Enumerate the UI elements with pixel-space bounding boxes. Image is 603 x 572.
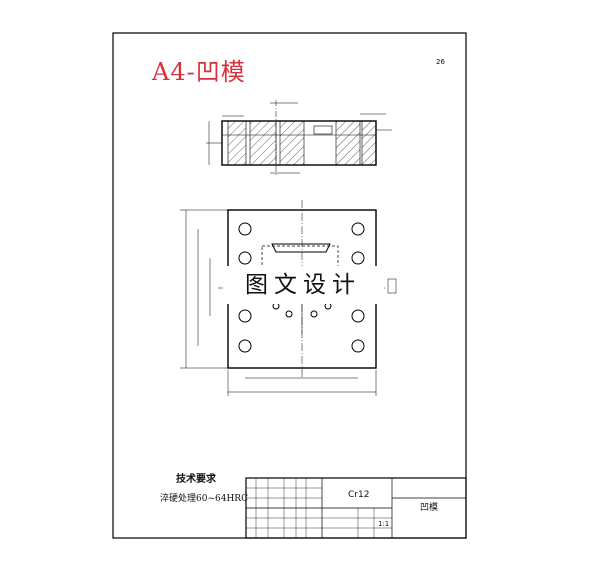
title-block (245, 477, 467, 539)
drawing-title: A4-凹模 (152, 58, 246, 86)
part-name: 凹模 (420, 503, 439, 513)
watermark-text: 图文设计 (223, 266, 383, 304)
requirements-line: 淬硬处理60~64HRC (160, 494, 248, 504)
sheet-corner-mark: 26 (436, 58, 445, 66)
requirements-heading: 技术要求 (176, 474, 216, 485)
material-label: Cr12 (348, 490, 370, 500)
technical-requirements: 技术要求 淬硬处理60~64HRC (160, 470, 248, 504)
section-view (206, 100, 392, 175)
scale-label: 1:1 (378, 520, 390, 528)
